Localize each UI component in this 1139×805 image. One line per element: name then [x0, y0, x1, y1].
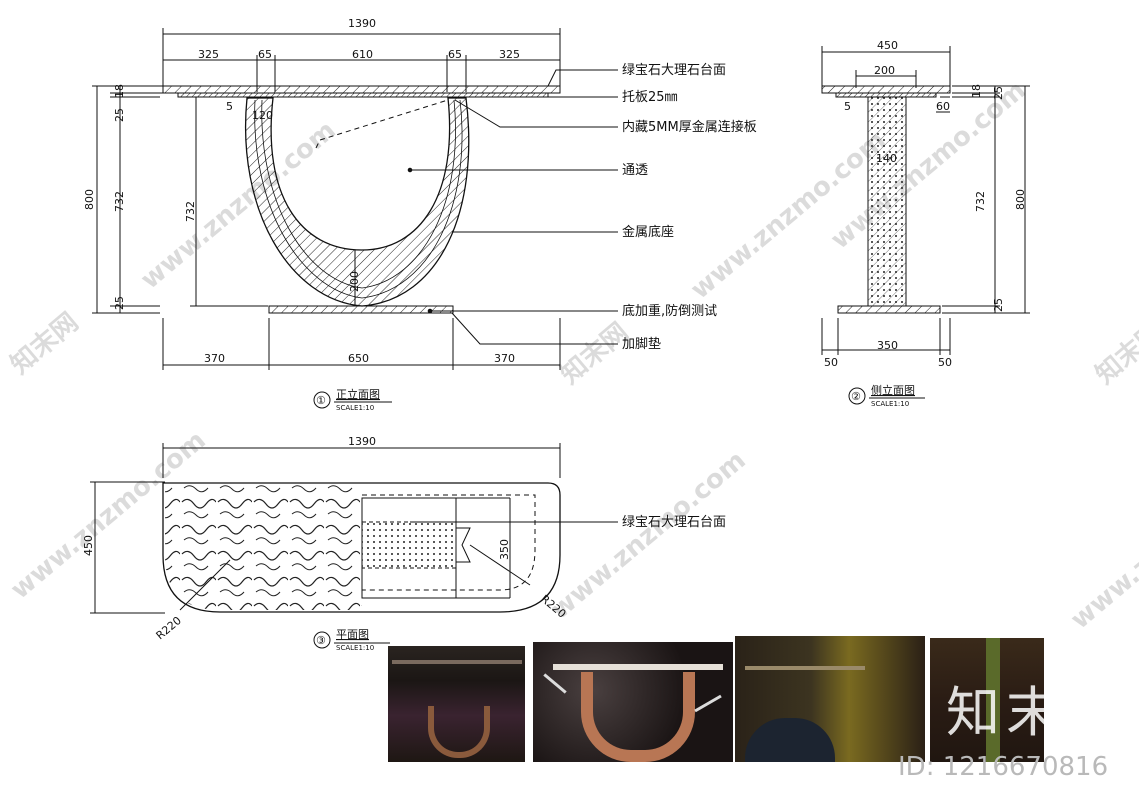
watermark-cn: 知末网: [1090, 317, 1139, 390]
dim-200-inner: 200: [348, 271, 361, 292]
dim-18: 18: [113, 84, 126, 98]
plan-title-number: ③: [316, 634, 326, 647]
plan-view-scale: SCALE1:10: [336, 644, 374, 652]
side-elevation-text: 450 200 60 5 140 18 25 732 25 800 50 350…: [824, 39, 1027, 408]
side-dim-450: 450: [877, 39, 898, 52]
watermark-id: ID: 1216670816: [898, 752, 1109, 782]
label-marble-top: 绿宝石大理石台面: [622, 63, 726, 78]
dim-120: 120: [252, 109, 273, 122]
plan-dim-1390: 1390: [348, 435, 376, 448]
dim-610: 610: [352, 48, 373, 61]
view-title: 正立面图: [336, 387, 380, 401]
side-dim-5: 5: [844, 100, 851, 113]
dim-325-right: 325: [499, 48, 520, 61]
marble-vein: [543, 673, 567, 694]
side-dim-60: 60: [936, 100, 950, 113]
dim-height-800: 800: [83, 189, 96, 210]
front-elevation: [92, 28, 618, 409]
dim-total-width: 1390: [348, 17, 376, 30]
reference-photo-3: [735, 636, 925, 762]
marble-top-strip: [553, 664, 723, 670]
marble-top-strip: [392, 660, 522, 664]
side-view-scale: SCALE1:10: [871, 400, 909, 408]
side-dim-800: 800: [1014, 189, 1027, 210]
label-see-through: 通透: [622, 163, 648, 178]
dim-25-bottom: 25: [113, 296, 126, 310]
dim-370-right: 370: [494, 352, 515, 365]
label-weighted-bottom: 底加重,防倒测试: [622, 303, 717, 319]
copper-base: [581, 672, 695, 762]
watermark-cn: 知末网: [555, 317, 634, 390]
dim-732: 732: [113, 191, 126, 212]
plan-label-marble-top: 绿宝石大理石台面: [622, 515, 726, 530]
side-dim-732: 732: [974, 191, 987, 212]
dim-650: 650: [348, 352, 369, 365]
marble-vein: [694, 694, 722, 713]
view-scale: SCALE1:10: [336, 404, 374, 412]
watermark-brand: 知末: [946, 681, 1066, 744]
side-title-number: ②: [851, 390, 861, 403]
reference-photo-4: [930, 638, 1044, 762]
side-dim-50-left: 50: [824, 356, 838, 369]
plan-view: [90, 443, 618, 649]
watermark-cn: 知末网: [5, 307, 84, 380]
chair-shape: [745, 718, 835, 762]
side-dim-18: 18: [970, 84, 983, 98]
side-dim-200: 200: [874, 64, 895, 77]
side-dim-50-right: 50: [938, 356, 952, 369]
side-elevation: [821, 46, 1030, 405]
dim-5: 5: [226, 100, 233, 113]
dim-65-left: 65: [258, 48, 272, 61]
marble-top-strip: [745, 666, 865, 670]
title-number: ①: [316, 394, 326, 407]
side-view-title: 侧立面图: [871, 383, 915, 397]
label-metal-connector: 内藏5MM厚金属连接板: [622, 119, 757, 135]
wall-panel: [986, 638, 1000, 762]
dim-65-right: 65: [448, 48, 462, 61]
plan-dim-350: 350: [498, 539, 511, 560]
side-dim-350: 350: [877, 339, 898, 352]
dim-25-top: 25: [113, 108, 126, 122]
dim-325-left: 325: [198, 48, 219, 61]
watermark-text: www.znzmo.com: [1065, 455, 1139, 635]
side-dim-25-bottom: 25: [992, 298, 1005, 312]
dim-732-inner: 732: [184, 201, 197, 222]
reference-photo-2: [533, 642, 733, 762]
plan-dim-450: 450: [82, 535, 95, 556]
watermark-text: www.znzmo.com: [545, 445, 751, 625]
front-elevation-text: 1390 325 65 610 65 325 800 18 25 732 25 …: [83, 17, 757, 412]
side-dim-25-top: 25: [992, 86, 1005, 100]
plan-view-title: 平面图: [336, 628, 369, 641]
reference-photo-1: [388, 646, 525, 762]
label-metal-base: 金属底座: [622, 224, 674, 240]
side-dim-140: 140: [876, 152, 897, 165]
plan-radius-left: R220: [154, 614, 184, 642]
label-support-plate: 托板25㎜: [622, 90, 678, 105]
label-foot-pad: 加脚垫: [622, 336, 661, 352]
copper-base: [428, 706, 490, 758]
dim-370-left: 370: [204, 352, 225, 365]
